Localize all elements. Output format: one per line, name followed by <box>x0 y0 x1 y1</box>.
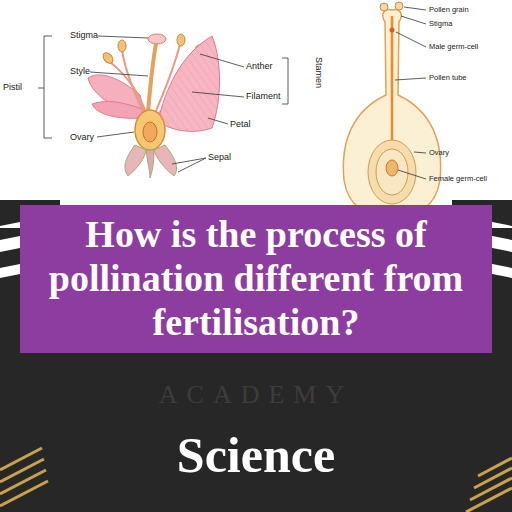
part-label: Stamen <box>314 57 323 88</box>
part-label: Sepal <box>208 153 231 162</box>
part-label: Male germ-cell <box>429 43 478 51</box>
title: How is the process of pollination differ… <box>20 209 492 348</box>
watermark: ACADEMY <box>159 382 353 408</box>
part-label: Filament <box>246 92 281 101</box>
part-label: Pollen tube <box>429 74 467 82</box>
title-band: How is the process of pollination differ… <box>20 205 492 353</box>
pistil-section <box>343 2 440 216</box>
part-label: Pistil <box>3 83 22 92</box>
part-label: Pollen grain <box>429 6 469 14</box>
part-label: Stigma <box>70 31 98 40</box>
part-label: Style <box>70 67 90 76</box>
part-label: Female germ-cell <box>429 175 487 183</box>
part-label: Anther <box>246 62 273 71</box>
flower <box>88 34 220 178</box>
subject-caption: Science <box>0 428 512 483</box>
leader-lines <box>38 36 288 172</box>
part-label: Petal <box>230 120 251 129</box>
part-label: Stigma <box>429 20 452 28</box>
part-label: Ovary <box>429 149 449 157</box>
part-label: Ovary <box>70 133 94 142</box>
leader-lines <box>395 7 426 179</box>
